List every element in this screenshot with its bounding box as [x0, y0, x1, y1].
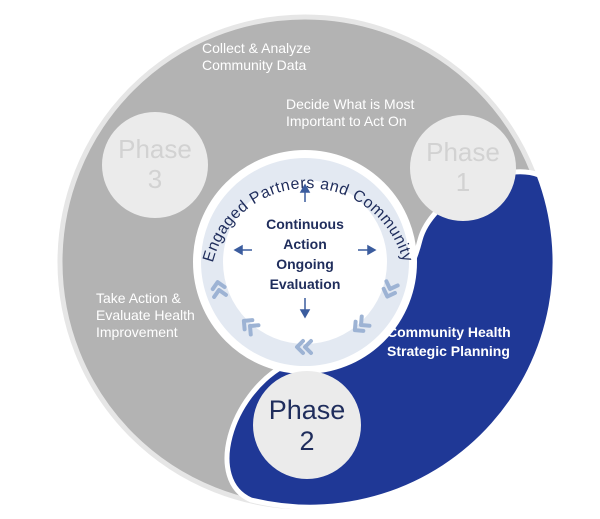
chevron-icon	[381, 279, 400, 299]
phase-3-circle	[102, 112, 208, 218]
phase-1-label: Phase 1	[426, 137, 500, 197]
arrow-down-icon	[299, 309, 311, 319]
arrow-left-icon	[233, 244, 243, 256]
phase-1-circle	[410, 115, 516, 221]
chevron-icon	[352, 314, 372, 333]
phase-2-circle	[253, 371, 361, 479]
center-arrows	[233, 183, 377, 319]
chevron-icon	[295, 339, 313, 355]
decide-label: Decide What is Most Important to Act On	[286, 96, 415, 129]
phase-3-label: Phase 3	[118, 134, 192, 194]
chevron-arrows	[210, 279, 400, 355]
arrow-right-icon	[367, 244, 377, 256]
chevron-icon	[210, 280, 228, 299]
center-core-label: Continuous Action Ongoing Evaluation	[266, 216, 344, 292]
take-action-label: Take Action & Evaluate Health Improvemen…	[96, 290, 195, 340]
phase-2-label: Phase 2	[268, 395, 346, 456]
center-core	[223, 180, 387, 344]
strategic-planning-label: Community Health Strategic Planning	[387, 324, 511, 359]
chevron-icon	[241, 318, 261, 337]
collect-analyze-label: Collect & Analyze Community Data	[202, 40, 311, 73]
arrow-up-icon	[299, 183, 311, 193]
